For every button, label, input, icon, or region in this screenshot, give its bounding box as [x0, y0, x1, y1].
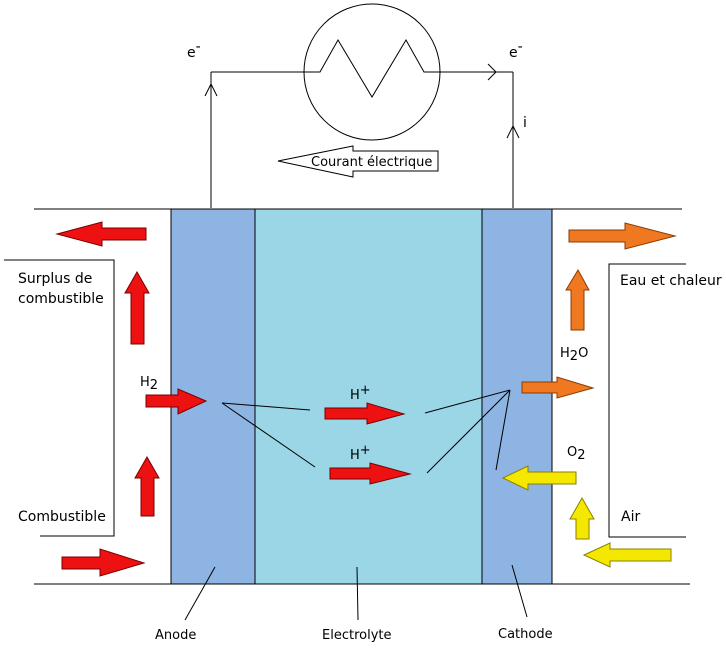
eau-chaleur-label: Eau et chaleur [620, 273, 722, 289]
gas-channels [4, 208, 690, 585]
electron-arrow-right [487, 63, 497, 81]
flow-arrow-icon [501, 465, 577, 491]
air-label: Air [621, 509, 640, 525]
courant-label: Courant électrique [311, 155, 432, 170]
current-label: i [523, 115, 527, 131]
cathode-label: Cathode [498, 627, 553, 642]
flow-arrow-icon [568, 222, 677, 250]
flow-arrow-icon [569, 496, 595, 540]
resistor-zigzag-icon [303, 3, 441, 141]
cathode-layer [481, 208, 553, 585]
anode-label: Anode [155, 628, 196, 643]
external-circuit [204, 63, 520, 208]
o2-label: O2 [567, 445, 586, 463]
flow-arrow-icon [145, 388, 208, 415]
flow-arrow-icon [134, 455, 160, 517]
callout-lines [184, 564, 528, 621]
electrolyte-layer [254, 208, 483, 585]
flow-arrow-icon [565, 268, 590, 331]
h2-label: H2 [140, 375, 158, 393]
hplus-label-2: H+ [350, 443, 371, 463]
water-arrows [521, 222, 677, 399]
flow-arrow-icon [329, 462, 412, 485]
flow-arrow-icon [61, 548, 146, 577]
hplus-label-1: H+ [350, 383, 371, 403]
h2o-label: H2O [560, 346, 588, 364]
air-arrows [501, 465, 672, 568]
electron-arrow-left [204, 82, 218, 97]
flow-arrow-icon [582, 542, 672, 568]
electron-label-left: e- [187, 39, 201, 61]
flow-arrow-icon [124, 270, 150, 345]
flow-arrow-icon [55, 221, 147, 247]
electron-label-right: e- [509, 39, 523, 61]
reaction-lines [221, 389, 511, 474]
fuel-arrows [55, 221, 412, 577]
current-arrow [506, 124, 520, 139]
current-direction-arrow: Courant électrique [277, 145, 439, 178]
electrolyte-label: Electrolyte [322, 628, 391, 643]
flow-arrow-icon [521, 376, 595, 399]
surplus-label-line2: combustible [18, 291, 104, 307]
flow-arrow-icon [324, 402, 406, 425]
combustible-label: Combustible [18, 509, 106, 525]
surplus-label: Surplus de [18, 271, 92, 287]
